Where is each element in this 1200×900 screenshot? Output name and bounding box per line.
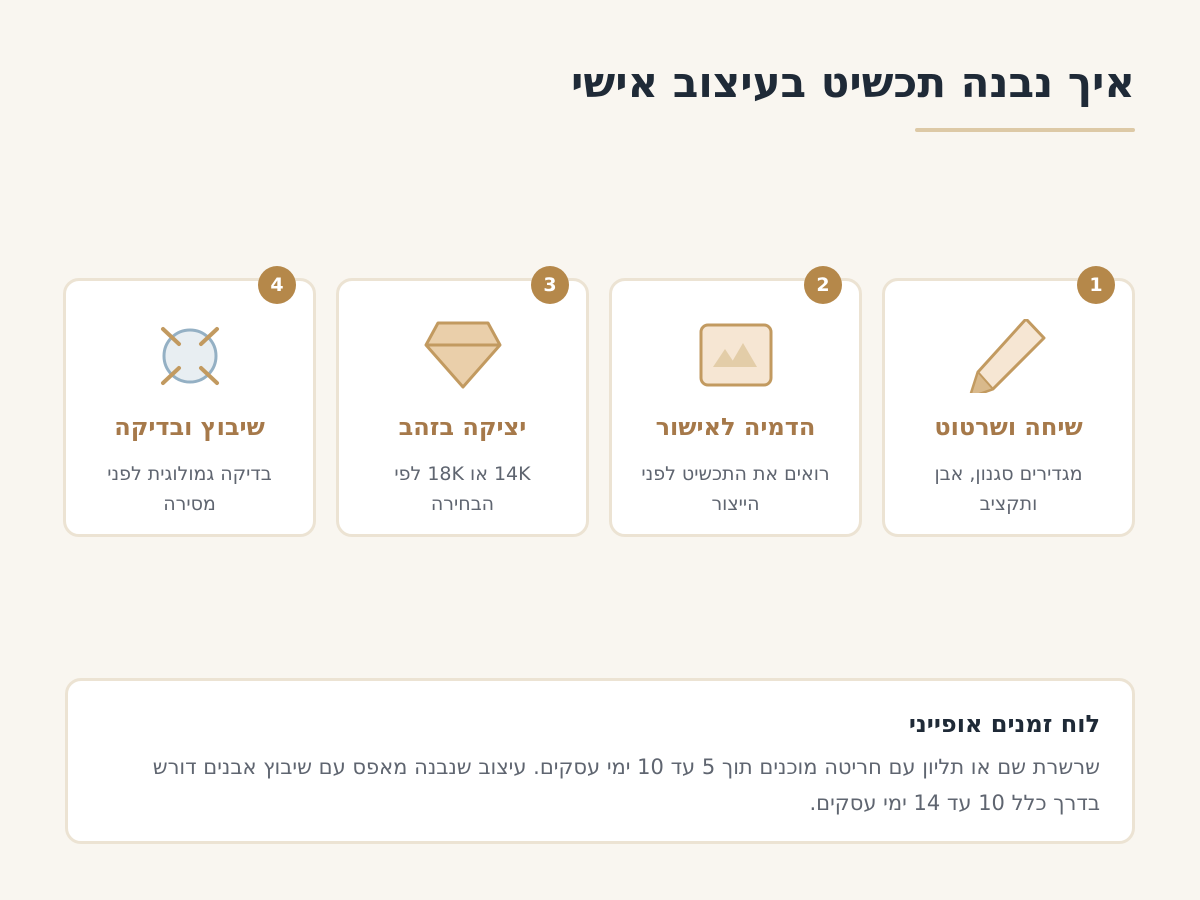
step-card-2: 2 הדמיה לאישור רואים את התכשיט לפני הייצ…	[609, 266, 862, 537]
diamond-icon	[418, 319, 508, 393]
step-title: יציקה בזהב	[398, 413, 527, 441]
step-description: 14K או 18K לפי הבחירה	[394, 463, 531, 515]
timeline-title: לוח זמנים אופייני	[908, 710, 1100, 738]
page-title: איך נבנה תכשיט בעיצוב אישי	[570, 58, 1135, 107]
step-card-3: 3 יציקה בזהב 14K או 18K לפי הבחירה	[336, 266, 589, 537]
timeline-text: שרשרת שם או תליון עם חריטה מוכנים תוך 5 …	[152, 755, 1100, 815]
step-title: שיחה ושרטוט	[934, 413, 1083, 441]
step-number-badge: 1	[1077, 266, 1115, 304]
step-description: רואים את התכשיט לפני הייצור	[641, 463, 830, 515]
image-icon	[691, 319, 781, 393]
step-title: שיבוץ ובדיקה	[114, 413, 265, 441]
stone-setting-icon	[145, 319, 235, 393]
step-number-badge: 4	[258, 266, 296, 304]
step-number-badge: 2	[804, 266, 842, 304]
step-description: בדיקה גמולוגית לפני מסירה	[107, 463, 272, 515]
pencil-icon	[964, 319, 1054, 393]
step-number-badge: 3	[531, 266, 569, 304]
title-underline	[915, 128, 1135, 132]
step-description: מגדירים סגנון, אבן ותקציב	[934, 463, 1083, 515]
step-card-1: 1 שיחה ושרטוט מגדירים סגנון, אבן ותקציב	[882, 266, 1135, 537]
process-steps: 1 שיחה ושרטוט מגדירים סגנון, אבן ותקציב …	[63, 266, 1135, 537]
timeline-box: לוח זמנים אופייני שרשרת שם או תליון עם ח…	[65, 678, 1135, 844]
step-card-4: 4 שיבוץ ובדיקה בדיקה גמולוגית לפני מסירה	[63, 266, 316, 537]
step-title: הדמיה לאישור	[655, 413, 816, 441]
